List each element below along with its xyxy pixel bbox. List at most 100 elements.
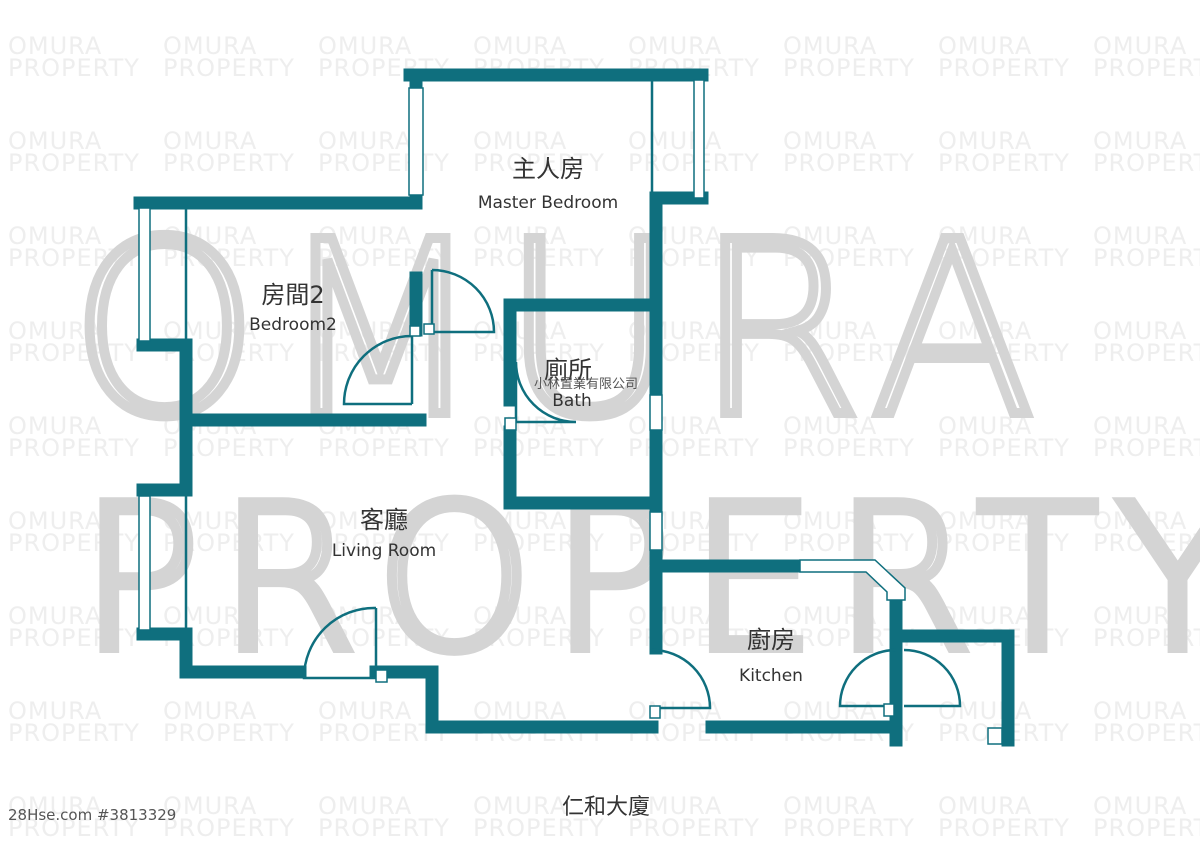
watermark-tile-property: PROPERTY [783,814,915,842]
watermark-tile-property: PROPERTY [1093,624,1200,652]
watermark-tile-omura: OMURA [8,792,102,820]
watermark-tile-omura: OMURA [163,792,257,820]
watermark-tile-property: PROPERTY [938,54,1070,82]
watermark-tile-property: PROPERTY [473,149,605,177]
watermark-tile-property: PROPERTY [1093,54,1200,82]
watermark-tile-omura: OMURA [783,507,877,535]
door-living-entry [302,606,378,680]
watermark-tile-omura: OMURA [938,602,1032,630]
door-hinge [883,703,895,717]
watermark-tile-omura: OMURA [163,697,257,725]
door-hinge [375,669,388,683]
watermark-tile-omura: OMURA [8,222,102,250]
watermark-tile-property: PROPERTY [783,529,915,557]
window-bath [649,394,663,431]
master-bedroom-label-en: Master Bedroom [478,193,618,213]
watermark-tile-omura: OMURA [938,792,1032,820]
watermark-tile-property: PROPERTY [783,54,915,82]
watermark-tile-property: PROPERTY [163,719,295,747]
watermark-tile-omura: OMURA [783,792,877,820]
watermark-tile-omura: OMURA [783,32,877,60]
watermark-tile-property: PROPERTY [938,339,1070,367]
door-bath [514,361,577,424]
watermark-tile-omura: OMURA [8,602,102,630]
watermark-tile-property: PROPERTY [473,339,605,367]
door-kitchen-back [838,648,962,708]
watermark-tile-omura: OMURA [938,222,1032,250]
watermark-tile-property: PROPERTY [628,814,760,842]
watermark-tile-omura: OMURA [783,222,877,250]
watermark-tile-omura: OMURA [163,127,257,155]
watermark-tile-omura: OMURA [938,507,1032,535]
window-living [138,495,151,631]
watermark-tile-omura: OMURA [783,697,877,725]
watermark-tile-omura: OMURA [628,792,722,820]
watermark-tile-property: PROPERTY [938,434,1070,462]
watermark-tile-property: PROPERTY [1093,149,1200,177]
watermark-tile-omura: OMURA [1093,792,1187,820]
watermark-tile-omura: OMURA [163,32,257,60]
listing-reference: 28Hse.com #3813329 [8,806,176,824]
watermark-tile-omura: OMURA [1093,507,1187,535]
watermark-tile-property: PROPERTY [938,244,1070,272]
watermark-tile-omura: OMURA [1093,317,1187,345]
watermark-tile-omura: OMURA [1093,412,1187,440]
door-hinge [649,705,661,719]
window-bedroom2 [138,207,151,342]
living-room-label-cn: 客廳 [360,506,408,534]
watermark-tile-omura: OMURA [628,222,722,250]
watermark-tile-property: PROPERTY [318,339,450,367]
watermark-tile-property: PROPERTY [318,814,450,842]
watermark-tile-omura: OMURA [318,222,412,250]
watermark-tile-omura: OMURA [8,317,102,345]
watermark-tile-omura: OMURA [318,317,412,345]
watermark-tile-omura: OMURA [1093,32,1187,60]
watermark-tile-omura: OMURA [318,507,412,535]
door-hinge [987,727,1003,745]
watermark-tile-omura: OMURA [628,32,722,60]
watermark-tile-property: PROPERTY [473,624,605,652]
doors [302,268,1003,745]
watermark-tile-omura: OMURA [473,697,567,725]
exterior-walls [133,68,1015,747]
watermark-tile-property: PROPERTY [8,339,140,367]
watermark-tile-property: PROPERTY [783,149,915,177]
watermark-tile-property: PROPERTY [8,149,140,177]
watermark-tile-property: PROPERTY [318,434,450,462]
watermark-tile-property: PROPERTY [938,814,1070,842]
watermark-tile-omura: OMURA [8,127,102,155]
watermark-tile-omura: OMURA [1093,127,1187,155]
watermark-tile-property: PROPERTY [473,244,605,272]
living-room-label-en: Living Room [332,541,436,561]
window-master-left [408,87,424,196]
watermark-tile-property: PROPERTY [8,434,140,462]
watermark-tile-omura: OMURA [628,602,722,630]
window-kitchen-left [649,511,663,551]
watermark-tile-omura: OMURA [628,697,722,725]
bath-label-cn: 廁所 [544,356,592,384]
bath-label-en: Bath [552,391,592,411]
watermark-tile-omura: OMURA [1093,697,1187,725]
watermark-tile-omura: OMURA [8,697,102,725]
watermark-tile-property: PROPERTY [318,624,450,652]
watermark-tile-omura: OMURA [318,792,412,820]
watermark-tile-omura: OMURA [473,32,567,60]
watermark-tile-omura: OMURA [318,32,412,60]
watermark-tile-property: PROPERTY [473,814,605,842]
watermark-tile-omura: OMURA [628,317,722,345]
watermark-tile-omura: OMURA [783,412,877,440]
window-kitchen-bay [799,559,906,601]
watermark-tile-property: PROPERTY [1093,244,1200,272]
watermark-tile-property: PROPERTY [163,149,295,177]
building-name: 仁和大廈 [562,795,650,820]
watermark-tile-property: PROPERTY [8,719,140,747]
watermark-tile-omura: OMURA [473,602,567,630]
watermark-tile-omura: OMURA [938,697,1032,725]
watermark-tile-property: PROPERTY [473,529,605,557]
watermark-tile-property: PROPERTY [163,54,295,82]
watermark-tile-omura: OMURA [938,317,1032,345]
watermark-tile-omura: OMURA [163,222,257,250]
kitchen-label-en: Kitchen [739,666,803,686]
kitchen-label-cn: 廚房 [747,626,795,654]
